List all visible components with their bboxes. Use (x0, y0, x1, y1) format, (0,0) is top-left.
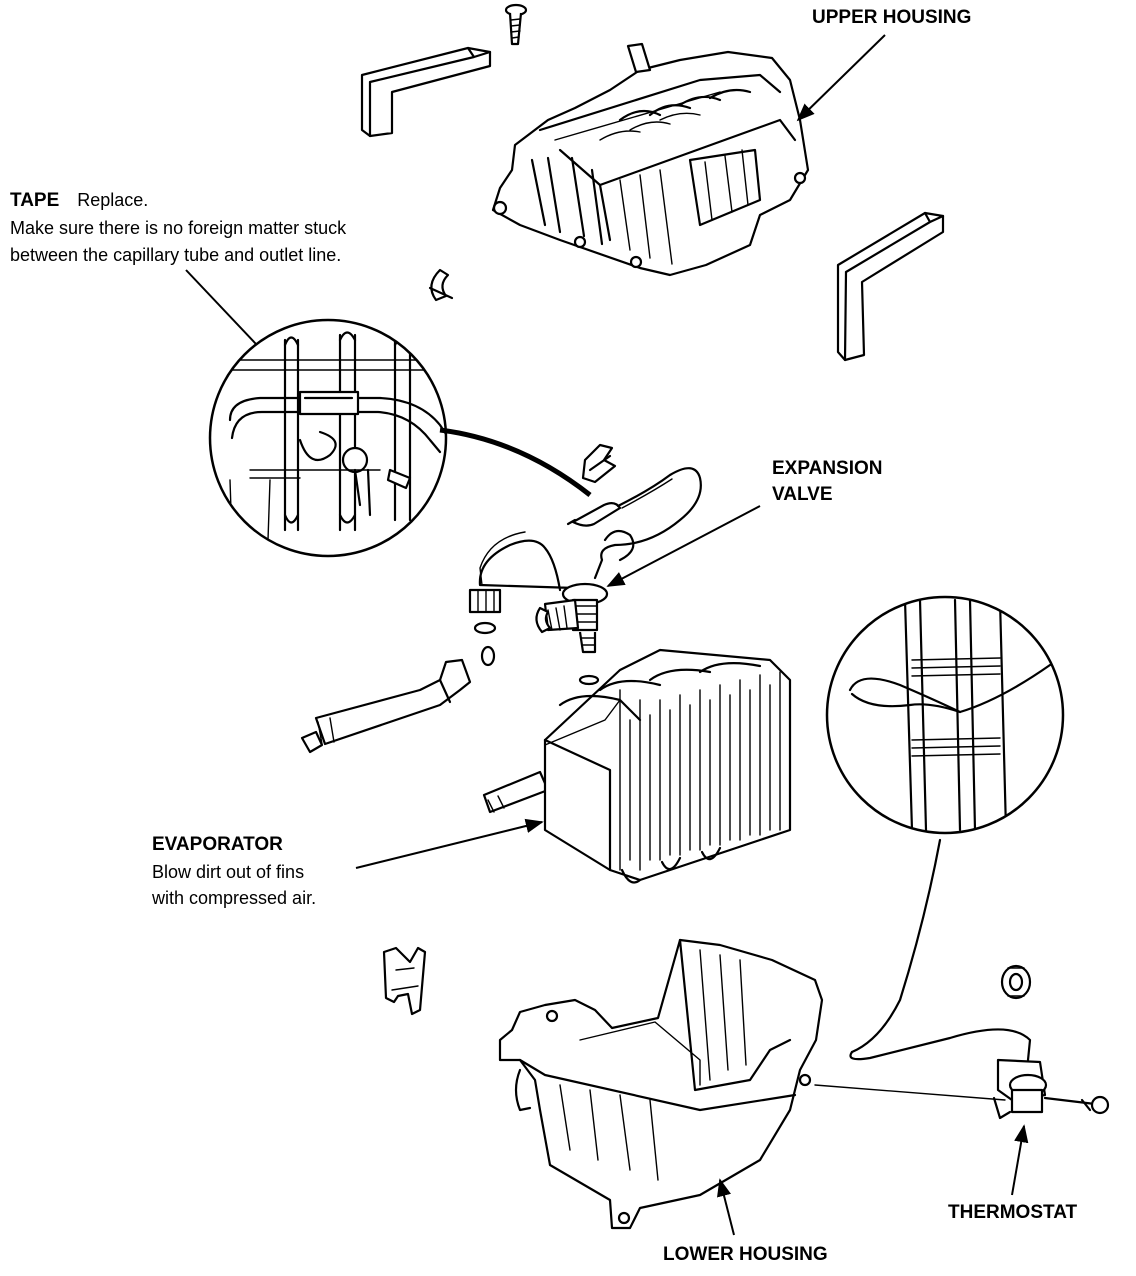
evaporator-note-line1: Blow dirt out of fins (152, 862, 305, 882)
inlet-pipe (300, 658, 472, 754)
tape-note-line2: between the capillary tube and outlet li… (10, 245, 342, 265)
upper-housing (491, 42, 810, 277)
tape-title: TAPE (10, 190, 60, 211)
capillary-clip (581, 443, 617, 484)
tape-detail-circle (208, 318, 448, 558)
grommet (1000, 964, 1032, 1000)
outlet-pipe (482, 770, 550, 814)
lower-housing (498, 938, 824, 1230)
lower-housing-label: LOWER HOUSING (663, 1244, 828, 1265)
thermostat (992, 1058, 1110, 1120)
tape-note-line1: Make sure there is no foreign matter stu… (10, 218, 347, 238)
o-rings (473, 621, 600, 686)
tape-action: Replace. (77, 190, 149, 210)
housing-bracket (382, 946, 427, 1016)
screw-top (504, 3, 528, 46)
thermostat-detail-circle (825, 595, 1065, 835)
evaporator-label: EVAPORATOR (152, 834, 283, 855)
upper-housing-label: UPPER HOUSING (812, 7, 972, 28)
tape-note: TAPE Replace. (10, 186, 148, 215)
evaporator-note-line2: with compressed air. (152, 888, 317, 908)
clip-small (428, 268, 454, 302)
seal-strip-right (836, 211, 945, 362)
expansion-valve-label-line1: EXPANSION (772, 458, 883, 479)
thermostat-label: THERMOSTAT (948, 1202, 1078, 1223)
seal-strip-left (360, 46, 492, 138)
evaporator (543, 648, 792, 884)
expansion-valve (468, 467, 702, 654)
expansion-valve-label-line2: VALVE (772, 484, 833, 505)
